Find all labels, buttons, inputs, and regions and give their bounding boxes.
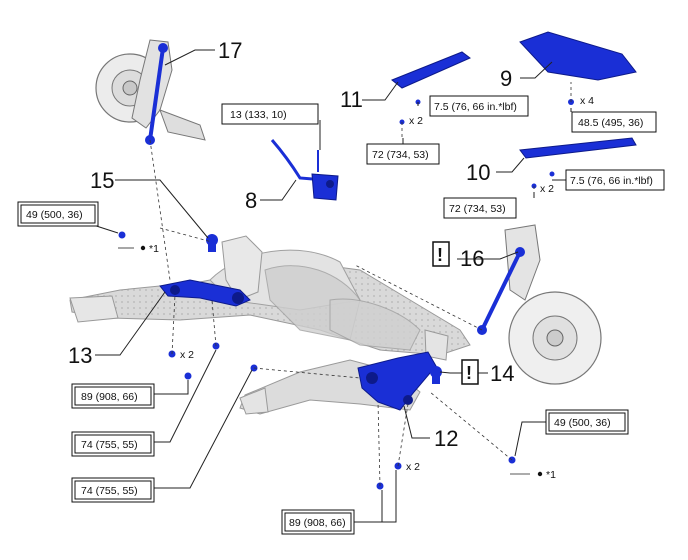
note-star-right: *1 xyxy=(510,469,556,481)
qty-part11: x 2 xyxy=(409,115,423,127)
svg-text:89 (908, 66): 89 (908, 66) xyxy=(289,517,346,529)
torque-box-13: 13 (133, 10) xyxy=(221,103,319,125)
svg-text:72 (734, 53): 72 (734, 53) xyxy=(449,203,506,215)
leader-lines xyxy=(83,49,572,523)
callout-15: 15 xyxy=(90,168,114,193)
part-11-brace xyxy=(391,51,471,125)
callout-11: 11 xyxy=(340,87,363,112)
torque-box-49-right: 49 (500, 36) xyxy=(545,409,629,435)
svg-text:!: ! xyxy=(437,245,443,265)
svg-text:!: ! xyxy=(466,363,472,383)
torque-box-74-b: 74 (755, 55) xyxy=(71,477,155,503)
caution-mark-16: ! xyxy=(432,241,450,267)
left-steering-knuckle xyxy=(95,39,206,141)
callout-14: 14 xyxy=(490,361,514,386)
torque-box-72-top: 72 (734, 53) xyxy=(366,143,440,165)
note-star-left: *1 xyxy=(118,243,159,255)
part-9-engine-under-cover xyxy=(519,31,637,105)
caution-mark-14: ! xyxy=(461,359,479,385)
callout-10: 10 xyxy=(466,160,490,185)
torque-box-89-left: 89 (908, 66) xyxy=(71,383,155,409)
svg-text:72 (734, 53): 72 (734, 53) xyxy=(372,149,429,161)
qty-part12: x 2 xyxy=(406,461,420,473)
callout-9: 9 xyxy=(500,66,512,91)
svg-text:49 (500, 36): 49 (500, 36) xyxy=(554,417,611,429)
part-8-height-control-sensor xyxy=(270,139,339,201)
part-13-lower-arm-lh xyxy=(159,279,251,307)
callout-13: 13 xyxy=(68,343,92,368)
svg-text:*1: *1 xyxy=(149,243,159,255)
part-15-ball-joint xyxy=(206,234,218,252)
qty-part10: x 2 xyxy=(540,183,554,195)
torque-box-75-part11: 7.5 (76, 66 in.*lbf) xyxy=(429,95,529,117)
qty-part13: x 2 xyxy=(180,349,194,361)
svg-text:74 (755, 55): 74 (755, 55) xyxy=(81,485,138,497)
part-17-stabilizer-link-lh xyxy=(145,43,168,145)
svg-text:89 (908, 66): 89 (908, 66) xyxy=(81,391,138,403)
svg-text:49 (500, 36): 49 (500, 36) xyxy=(26,209,83,221)
part-12-lower-arm-rh xyxy=(357,351,437,411)
qty-part9: x 4 xyxy=(580,95,594,107)
right-brake-disc xyxy=(504,224,602,385)
torque-box-49-left: 49 (500, 36) xyxy=(17,201,99,227)
torque-box-72-mid: 72 (734, 53) xyxy=(443,197,517,219)
callout-17: 17 xyxy=(218,38,242,63)
svg-text:74 (755, 55): 74 (755, 55) xyxy=(81,439,138,451)
svg-text:7.5 (76, 66 in.*lbf): 7.5 (76, 66 in.*lbf) xyxy=(434,101,517,113)
svg-text:13 (133, 10): 13 (133, 10) xyxy=(230,109,287,121)
callout-12: 12 xyxy=(434,426,458,451)
torque-box-74-a: 74 (755, 55) xyxy=(71,431,155,457)
part-14-ball-joint xyxy=(430,366,442,384)
callout-8: 8 xyxy=(245,188,257,213)
callout-16: 16 xyxy=(460,246,484,271)
svg-text:7.5 (76, 66 in.*lbf): 7.5 (76, 66 in.*lbf) xyxy=(570,175,653,187)
svg-text:*1: *1 xyxy=(546,469,556,481)
svg-text:48.5 (495, 36): 48.5 (495, 36) xyxy=(578,117,643,129)
torque-box-485: 48.5 (495, 36) xyxy=(571,111,657,133)
torque-box-75-part10: 7.5 (76, 66 in.*lbf) xyxy=(565,169,665,191)
torque-box-89-bottom: 89 (908, 66) xyxy=(281,509,355,535)
